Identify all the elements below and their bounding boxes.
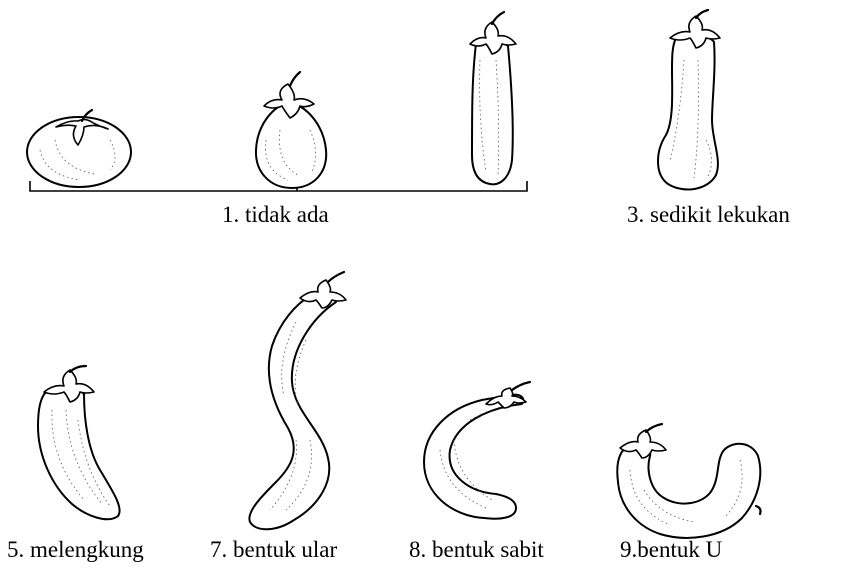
sickle-fruit bbox=[424, 382, 530, 519]
curved-fruit bbox=[38, 366, 120, 519]
egg-fruit bbox=[256, 72, 326, 188]
label-bentuk-sabit: 8. bentuk sabit bbox=[409, 538, 544, 561]
label-bentuk-ular: 7. bentuk ular bbox=[210, 538, 337, 561]
slight-curve-fruit bbox=[658, 10, 720, 190]
label-bentuk-u: 9.bentuk U bbox=[620, 538, 722, 561]
snake-fruit bbox=[249, 272, 346, 529]
u-fruit bbox=[617, 424, 760, 538]
label-sedikit-lekukan: 3. sedikit lekukan bbox=[627, 203, 790, 226]
round-fruit bbox=[27, 110, 131, 187]
long-fruit bbox=[470, 12, 516, 184]
label-melengkung: 5. melengkung bbox=[7, 538, 144, 561]
label-tidak-ada: 1. tidak ada bbox=[222, 203, 329, 226]
